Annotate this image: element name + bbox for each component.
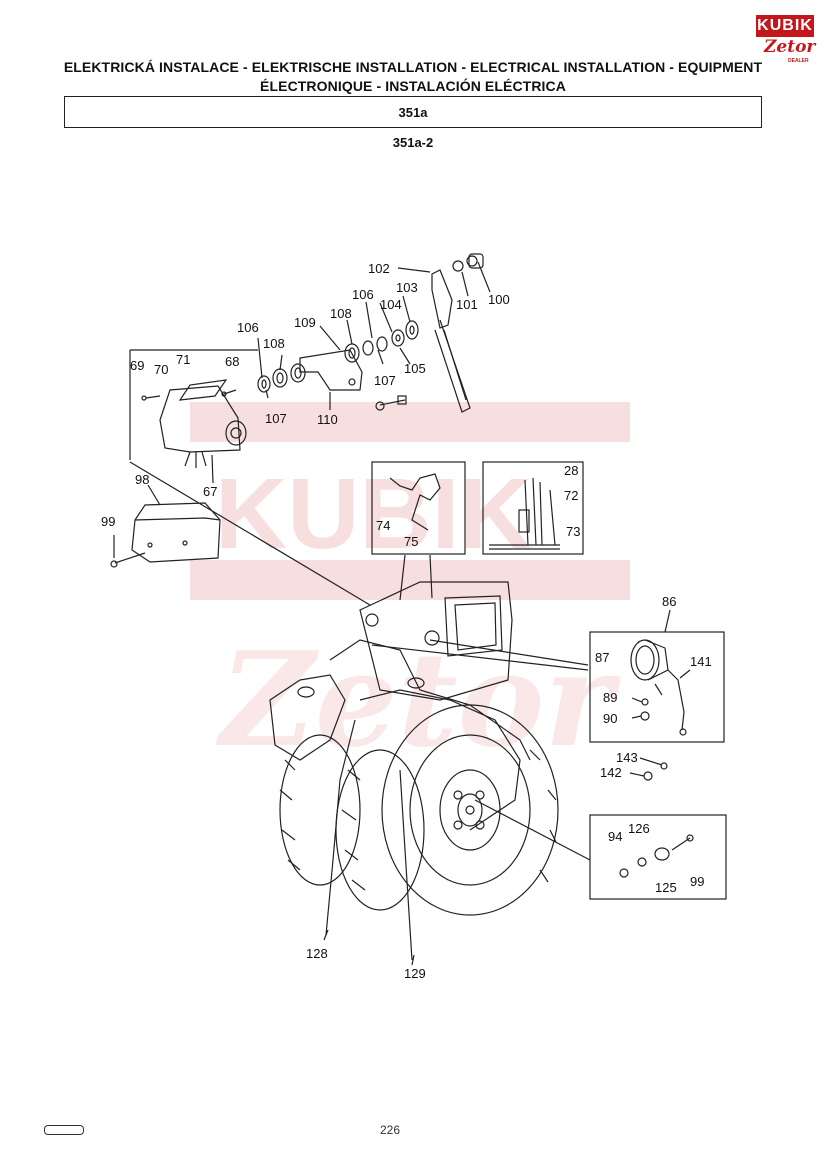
- footer-logo: [44, 1125, 84, 1135]
- callout: 103: [396, 280, 418, 295]
- logo-brand: KUBIK: [756, 15, 814, 37]
- kubik-zetor-logo: KUBIK Zetor DEALER: [756, 15, 816, 67]
- svg-text:Zetor: Zetor: [215, 623, 621, 776]
- callout: 106: [352, 287, 374, 302]
- callout: 67: [203, 484, 217, 499]
- callout: 70: [154, 362, 168, 377]
- callout: 89: [603, 690, 617, 705]
- callout: 108: [263, 336, 285, 351]
- callout: 68: [225, 354, 239, 369]
- tractor-body: [269, 581, 559, 916]
- callout: 99: [690, 874, 704, 889]
- callout: 106: [237, 320, 259, 335]
- section-box: 351a: [64, 96, 762, 128]
- page-title-line-1: ELEKTRICKÁ INSTALACE - ELEKTRISCHE INSTA…: [63, 59, 763, 75]
- cap-nut-100: [466, 253, 484, 269]
- washer-143: [660, 762, 668, 770]
- inset-bolt: [589, 814, 727, 900]
- callout: 69: [130, 358, 144, 373]
- callout: 100: [488, 292, 510, 307]
- screw-68: [221, 389, 237, 397]
- watermark-text: KUBIK: [215, 458, 532, 570]
- motor-detail-frame: [129, 349, 258, 460]
- callout: 90: [603, 711, 617, 726]
- leader-bolt-inset: [474, 799, 591, 861]
- callout: 105: [404, 361, 426, 376]
- inset-28-72-73: [482, 461, 584, 555]
- callout: 74: [376, 518, 390, 533]
- bolt-99: [110, 552, 146, 568]
- page-title-line-2: ÉLECTRONIQUE - INSTALACIÓN ELÉCTRICA: [260, 78, 566, 94]
- callout: 129: [404, 966, 426, 981]
- callout: 143: [616, 750, 638, 765]
- washer-126: [637, 857, 647, 867]
- wiper-arm: [431, 269, 471, 413]
- clip-74-75: [389, 473, 441, 531]
- callout: 128: [306, 946, 328, 961]
- leader-motor: [129, 461, 371, 606]
- motor-cover-98: [131, 502, 221, 563]
- logo-dealer: DEALER: [788, 58, 809, 64]
- callout: 71: [176, 352, 190, 367]
- callout: 108: [330, 306, 352, 321]
- callout: 73: [566, 524, 580, 539]
- callout: 104: [380, 297, 402, 312]
- leader-lamp: [371, 639, 589, 671]
- clip-72: [518, 509, 530, 533]
- inset-74-75: [371, 461, 466, 555]
- callout: 75: [404, 534, 418, 549]
- callout: 109: [294, 315, 316, 330]
- page-number: 226: [380, 1123, 401, 1137]
- nut-90: [640, 711, 650, 721]
- callout: 86: [662, 594, 676, 609]
- callout-labels: 102 101 100 103 106 104 109 108 106 108 …: [101, 261, 712, 981]
- callout: 98: [135, 472, 149, 487]
- bracket-110: [299, 349, 363, 391]
- inset-leaders: [399, 554, 433, 601]
- callout: 94: [608, 829, 622, 844]
- callout: 102: [368, 261, 390, 276]
- callout: 107: [265, 411, 287, 426]
- screw-69-70: [141, 395, 161, 401]
- subsection-number: 351a-2: [392, 135, 434, 150]
- callout: 107: [374, 373, 396, 388]
- callout: 141: [690, 654, 712, 669]
- work-lamp-87: [630, 639, 687, 736]
- cable-128: [325, 719, 356, 936]
- callout: 72: [564, 488, 578, 503]
- washer-89: [641, 698, 649, 706]
- cable-129: [399, 769, 413, 961]
- callout: 110: [317, 412, 338, 427]
- callout: 87: [595, 650, 609, 665]
- callout: 99: [101, 514, 115, 529]
- bolt-99b: [671, 837, 691, 851]
- wiper-motor-67: [159, 379, 247, 468]
- cable-bundle-28: [524, 477, 543, 546]
- callout: 125: [655, 880, 677, 895]
- callout: 126: [628, 821, 650, 836]
- callout: 142: [600, 765, 622, 780]
- nut-142: [643, 771, 653, 781]
- logo-sub: Zetor: [764, 37, 816, 57]
- inset-lamp-86: [589, 631, 725, 743]
- callout: 28: [564, 463, 578, 478]
- nut-94: [619, 868, 629, 878]
- washer-125: [654, 847, 670, 861]
- nut-101: [452, 260, 464, 272]
- bolt-nut-pair: [375, 395, 407, 411]
- callout: 101: [456, 297, 478, 312]
- section-number: 351a: [398, 105, 428, 120]
- kubik-watermark: KUBIK Zetor: [190, 402, 630, 776]
- mount-plate: [489, 489, 560, 550]
- washer-stack: [257, 320, 419, 393]
